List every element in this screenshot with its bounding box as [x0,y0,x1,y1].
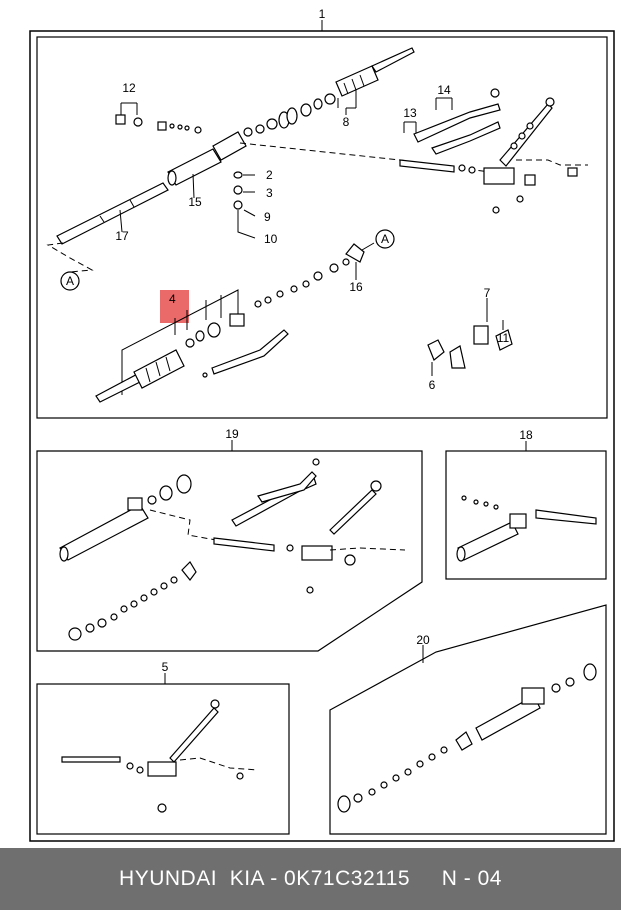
callout-1: 1 [319,7,326,21]
assembly-19 [59,458,406,641]
panel-19 [36,450,423,652]
housing-15 [167,131,247,199]
callout-3: 3 [266,186,273,200]
callout-18: 18 [519,428,533,442]
footer-part-number: HYUNDAI KIA - 0K71C32115 N - 04 [119,867,502,890]
callout-6: 6 [429,378,436,392]
panel-main-assembly [36,36,608,419]
pipes-13-14 [399,88,501,173]
callout-20: 20 [416,633,430,647]
ref-a-label-2: A [66,274,74,288]
callout-5: 5 [162,660,169,674]
callout-4: 4 [169,292,176,306]
parts-group-12 [115,102,202,134]
bellows-8 [243,47,415,137]
assembly-20 [337,663,597,813]
ref-a-label-1: A [381,232,389,246]
parts-diagram: A A [29,7,615,842]
callout-19: 19 [225,427,239,441]
pinion-housing [458,97,588,214]
panel-5 [36,683,290,835]
callout-16: 16 [349,280,363,294]
callout-15: 15 [188,195,202,209]
footer-bar: HYUNDAI KIA - 0K71C32115 N - 04 [0,848,621,910]
fasteners-2-3-9-10 [233,171,256,239]
clamp-16 [345,242,375,280]
callout-7: 7 [484,286,491,300]
assembly-18 [456,495,597,562]
callout-9: 9 [264,210,271,224]
callout-14: 14 [437,83,451,97]
ref-a-marker-1: A [375,229,395,249]
panel-20 [329,604,607,835]
ref-a-marker-2: A [60,271,80,291]
callout-11: 11 [497,331,510,345]
callout-8: 8 [343,115,350,129]
rack-group-4 [95,258,350,403]
callout-10: 10 [264,232,278,246]
rack-tube-17 [56,182,169,245]
callout-12: 12 [122,81,136,95]
brackets-6-7-11 [427,298,513,376]
callout-13: 13 [403,106,417,120]
callout-2: 2 [266,168,273,182]
callout-17: 17 [115,229,129,243]
assembly-5 [61,699,259,813]
